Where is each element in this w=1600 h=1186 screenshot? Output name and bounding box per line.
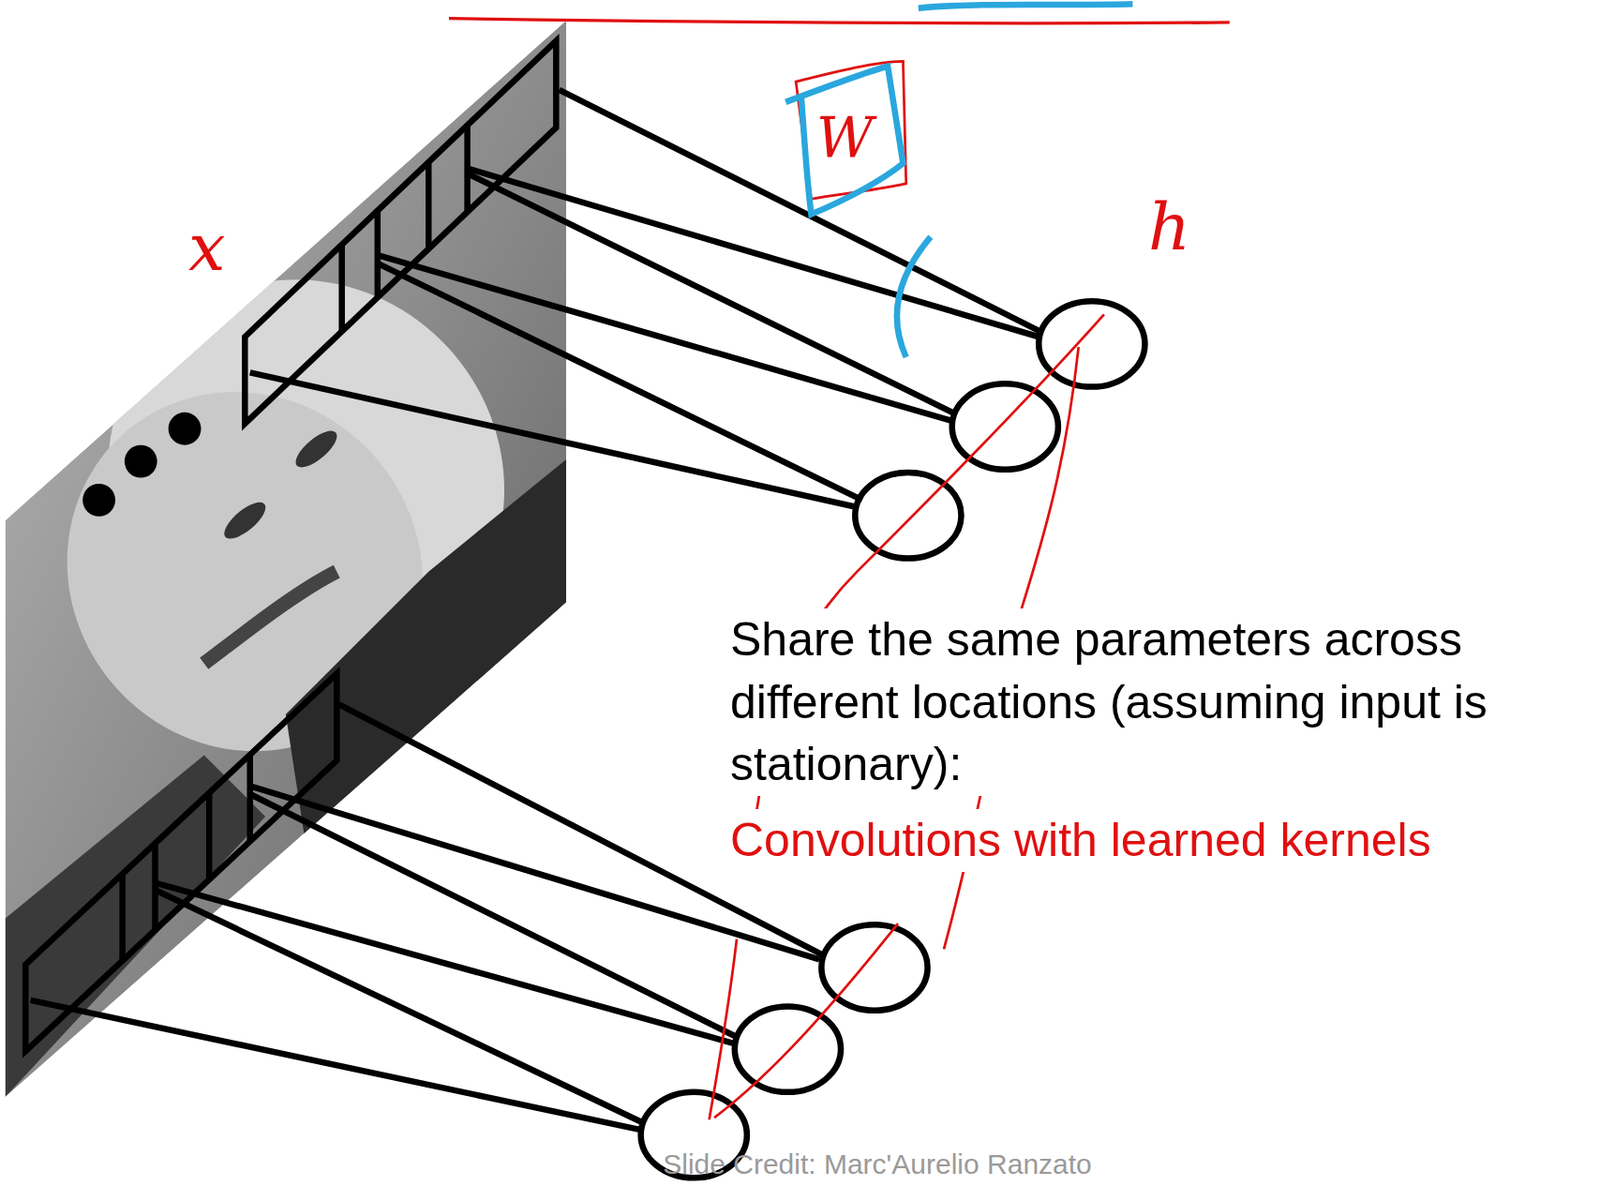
- note-highlight: Convolutions with learned kernels: [730, 808, 1593, 872]
- note-text: Share the same parameters across differe…: [730, 608, 1593, 796]
- annotation-letter: x: [188, 204, 225, 292]
- annotation-letter: h: [1148, 183, 1191, 271]
- slide-credit: Slide Credit: Marc'Aurelio Ranzato: [612, 1145, 1143, 1183]
- annotation-letter: W: [816, 102, 874, 176]
